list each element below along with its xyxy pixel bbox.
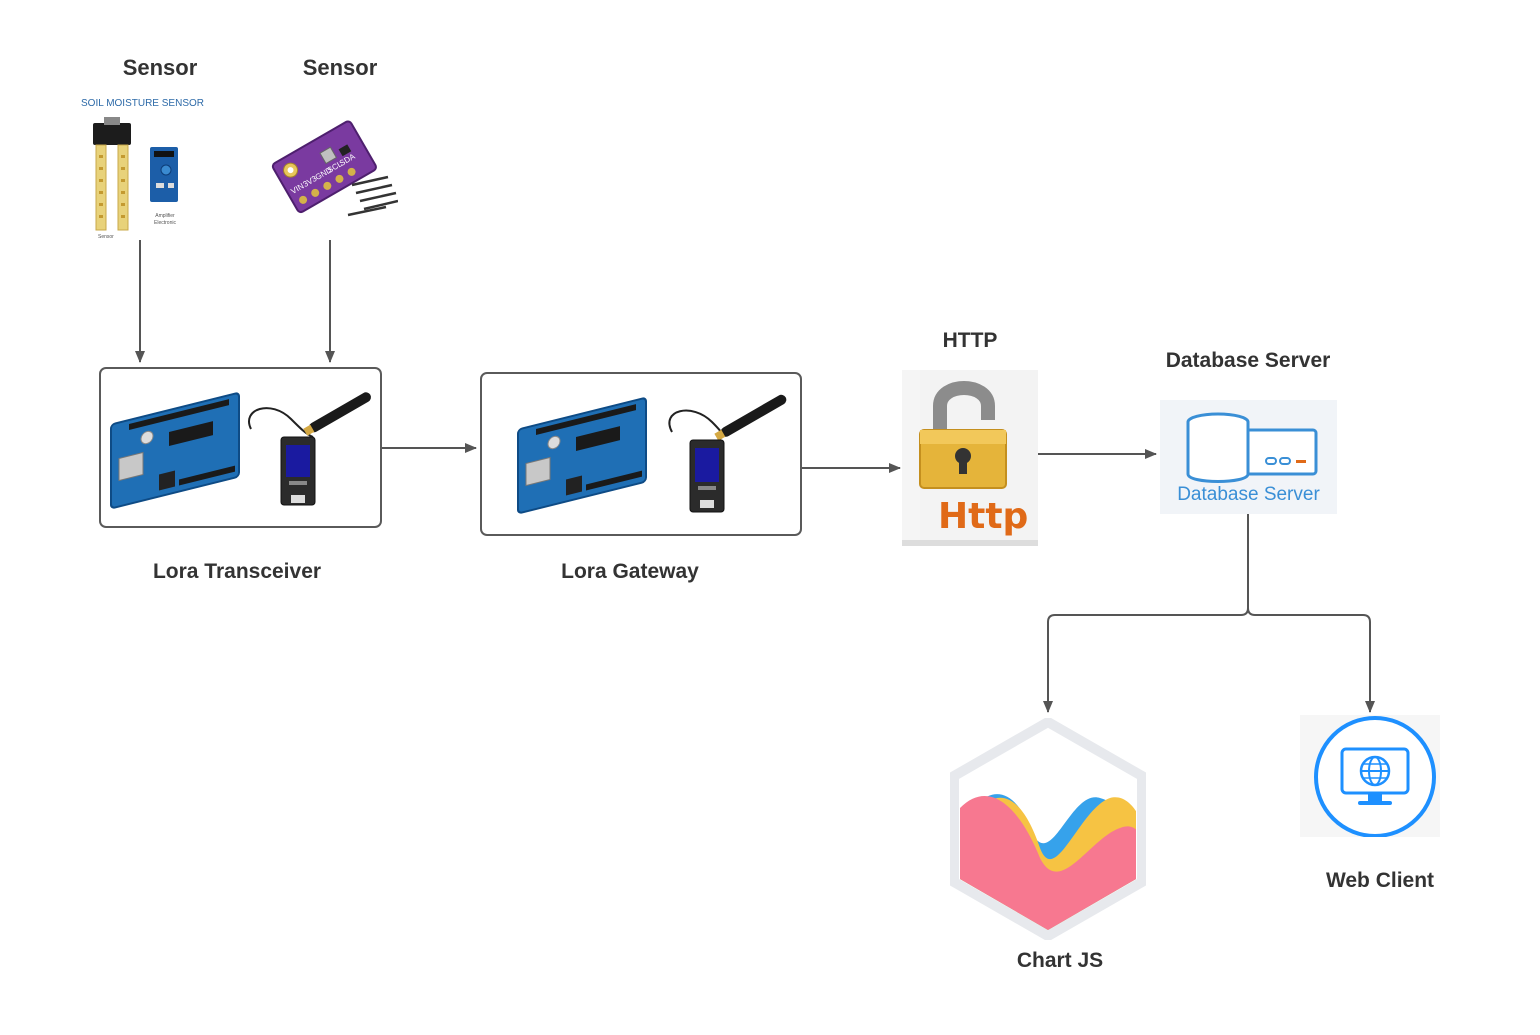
database-title: Database Server	[1165, 349, 1331, 372]
sensor-title-soil: Sensor	[122, 55, 198, 80]
amplifier-label: Amplifier Electronic	[154, 213, 176, 226]
web-client-icon	[1300, 715, 1440, 838]
soil-sensor-caption: SOIL MOISTURE SENSOR	[81, 98, 204, 109]
connector-database-to-chartjs	[1043, 514, 1249, 713]
bme-sensor-board-icon: VIN3V3GNDSCLSDA	[271, 120, 399, 217]
web-client-label: Web Client	[1325, 869, 1435, 892]
sensor-title-bme: Sensor	[302, 55, 378, 80]
database-server-icon: Database Server	[1160, 400, 1337, 514]
http-title: HTTP	[942, 329, 998, 352]
soil-moisture-sensor-image: SOIL MOISTURE SENSOR Sensor Amplifier El…	[80, 95, 205, 245]
lora-gateway-box	[480, 372, 802, 536]
bme-sensor-image: VIN3V3GNDSCLSDA	[268, 115, 399, 225]
chartjs-label: Chart JS	[1016, 949, 1104, 972]
soil-probe-label: Sensor	[98, 234, 114, 240]
lora-transceiver-box	[99, 367, 382, 528]
arduino-lora-icon	[110, 392, 371, 509]
http-lock-icon: Http	[902, 370, 1038, 546]
soil-probe-icon	[93, 117, 178, 231]
chartjs-logo-icon	[949, 716, 1147, 942]
arduino-lora-gateway-icon	[517, 394, 787, 514]
connector-database-to-webclient	[1247, 607, 1375, 713]
lora-gateway-label: Lora Gateway	[561, 560, 699, 583]
http-icon-text: Http	[938, 496, 1029, 537]
database-icon-text: Database Server	[1177, 484, 1320, 505]
lora-transceiver-label: Lora Transceiver	[152, 560, 322, 583]
